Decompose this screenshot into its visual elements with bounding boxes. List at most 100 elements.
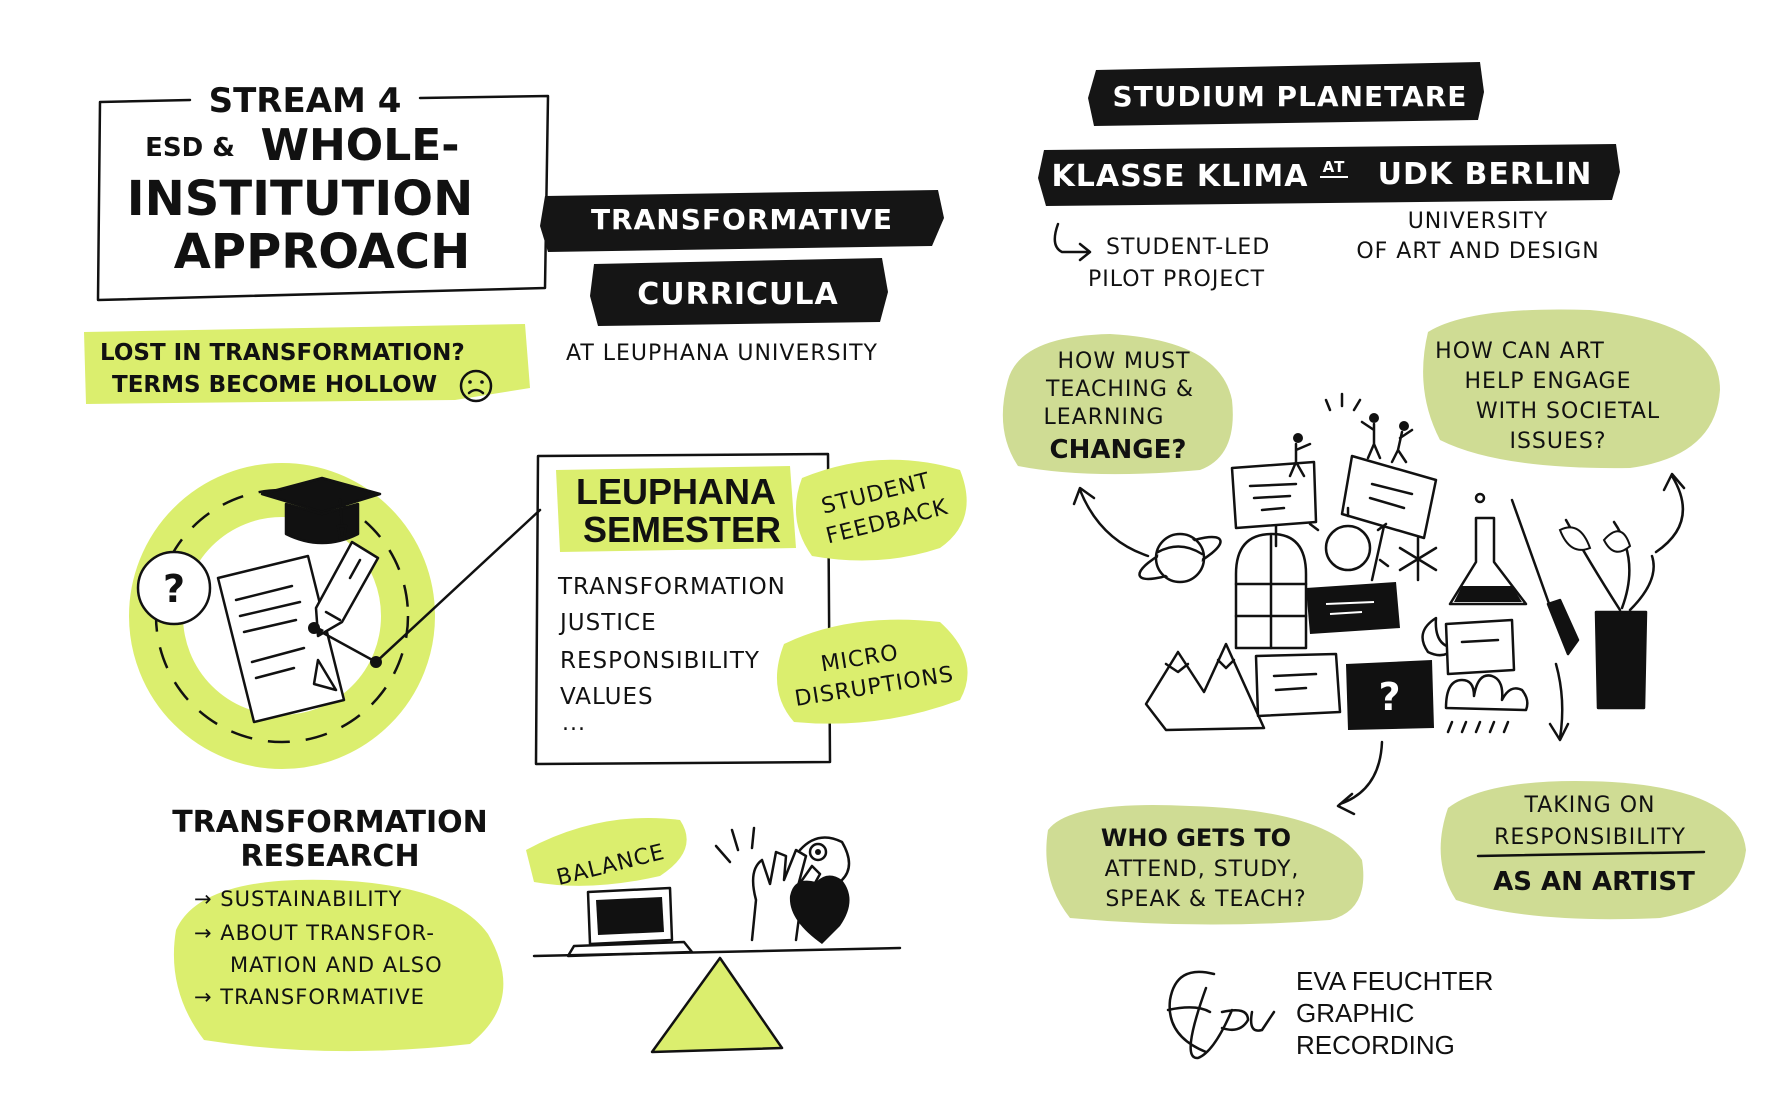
leuphana-label: LEUPHANA <box>576 471 776 512</box>
topic-transformation: TRANSFORMATION <box>557 574 786 600</box>
stream-title-box: STREAM 4 ESD & WHOLE- INSTITUTION APPROA… <box>96 81 550 302</box>
note-card-icon <box>1254 652 1342 718</box>
topic-values: VALUES <box>560 684 654 710</box>
transformation-research-section: TRANSFORMATION RESEARCH → SUSTAINABILITY… <box>172 805 504 1052</box>
topic-justice: JUSTICE <box>558 610 657 636</box>
esd-label: ESD & <box>145 133 235 163</box>
education-ring-illustration: ? <box>129 463 542 769</box>
lime-blob <box>795 459 967 561</box>
sage-blob <box>1002 334 1233 475</box>
protest-sign-icon <box>1340 454 1438 582</box>
sage-blob <box>1440 781 1746 920</box>
asterisk-icon <box>1398 536 1438 582</box>
q-who-2: ATTEND, STUDY, <box>1105 857 1300 882</box>
research-item-1: → SUSTAINABILITY <box>194 887 402 911</box>
graduation-cap-icon <box>260 476 382 545</box>
title-institution: INSTITUTION <box>127 171 474 227</box>
pencil-icon <box>314 540 380 638</box>
q-teaching-2: TEACHING & <box>1045 377 1194 402</box>
research-title-1: TRANSFORMATION <box>172 805 488 840</box>
q-art-2: HELP ENGAGE <box>1465 369 1632 394</box>
studium-label: STUDIUM PLANETARE <box>1113 80 1468 113</box>
at-underline <box>1320 176 1348 178</box>
heart-icon <box>789 875 850 944</box>
hook-arrow <box>1053 222 1092 262</box>
topic-responsibility: RESPONSIBILITY <box>560 648 760 674</box>
sad-face-icon <box>459 369 493 403</box>
lime-blob <box>776 619 968 724</box>
semester-highlight <box>556 466 796 552</box>
research-item-3: MATION AND ALSO <box>230 953 443 977</box>
leuphana-semester-box: LEUPHANA SEMESTER TRANSFORMATION JUSTICE… <box>534 452 832 766</box>
research-item-2: → ABOUT TRANSFOR- <box>194 921 435 945</box>
collage-illustration: ? <box>1138 392 1655 816</box>
vase-icon <box>1558 518 1655 710</box>
teaching-learning-question: HOW MUST TEACHING & LEARNING CHANGE? <box>1002 334 1233 558</box>
brush-icon <box>1510 498 1580 656</box>
stream-label: STREAM 4 <box>209 81 402 121</box>
eye-icon <box>798 836 851 882</box>
who-gets-to-question: WHO GETS TO ATTEND, STUDY, SPEAK & TEACH… <box>1046 805 1364 925</box>
credit-line-2: GRAPHIC <box>1296 998 1414 1028</box>
black-banner-4 <box>1038 144 1620 206</box>
art-and-design-label: OF ART AND DESIGN <box>1356 239 1599 264</box>
semester-frame <box>534 452 832 766</box>
credit-line-1: EVA FEUCHTER <box>1296 966 1493 996</box>
balance-illustration: BALANCE <box>526 818 902 1054</box>
klasse-klima-label: KLASSE KLIMA <box>1052 159 1309 194</box>
lime-highlight <box>84 324 530 404</box>
planet-icon <box>1138 532 1222 584</box>
studium-planetare-banner: STUDIUM PLANETARE KLASSE KLIMA AT UDK BE… <box>1038 62 1620 206</box>
q-teaching-1: HOW MUST <box>1057 349 1190 374</box>
student-feedback-note: STUDENT FEEDBACK <box>795 459 967 561</box>
mountains-icon <box>1144 642 1266 732</box>
laptop-icon <box>566 886 694 958</box>
hand-icon <box>714 826 822 942</box>
transformative-curricula-banner: TRANSFORMATIVE CURRICULA AT LEUPHANA UNI… <box>540 190 944 366</box>
q-art-3: WITH SOCIETAL <box>1476 399 1660 424</box>
document-icon <box>216 554 346 724</box>
university-label: UNIVERSITY <box>1408 209 1549 234</box>
flask-icon <box>1448 492 1528 606</box>
lost-line-1: LOST IN TRANSFORMATION? <box>100 340 465 366</box>
q-teaching-3: LEARNING <box>1044 405 1165 430</box>
cursor-icon <box>312 658 338 692</box>
transformative-label: TRANSFORMATIVE <box>591 203 893 236</box>
question-card-icon: ? <box>1346 660 1434 730</box>
sage-blob <box>1046 805 1364 925</box>
curved-arrow <box>1072 486 1150 558</box>
question-bubble-icon: ? <box>136 550 212 626</box>
student-led-label: STUDENT-LED <box>1106 235 1270 260</box>
note-card-icon <box>1306 582 1400 634</box>
topic-more: ... <box>562 711 586 736</box>
credit-line-3: RECORDING <box>1296 1030 1455 1060</box>
q-resp-1: TAKING ON <box>1524 793 1656 818</box>
at-leuphana-label: AT LEUPHANA UNIVERSITY <box>566 341 878 366</box>
curved-arrow <box>1548 662 1570 742</box>
semester-label: SEMESTER <box>583 509 781 550</box>
sage-blob <box>1423 309 1720 469</box>
lost-in-transformation-note: LOST IN TRANSFORMATION? TERMS BECOME HOL… <box>84 324 530 404</box>
protest-sign-icon <box>1230 460 1318 548</box>
cloud-icon <box>1444 674 1529 734</box>
question-mark: ? <box>163 567 185 611</box>
at-label: AT <box>1323 158 1346 176</box>
responsibility-question: TAKING ON RESPONSIBILITY AS AN ARTIST <box>1440 781 1746 920</box>
note-card-icon <box>1444 618 1516 676</box>
connector-line <box>312 508 542 664</box>
q-art-4: ISSUES? <box>1509 429 1606 454</box>
curved-arrow <box>1336 740 1384 816</box>
curved-arrow <box>1654 472 1686 554</box>
black-banner-2 <box>590 258 888 326</box>
project-subtitles: STUDENT-LED PILOT PROJECT UNIVERSITY OF … <box>1053 209 1599 292</box>
q-teaching-4: CHANGE? <box>1050 435 1187 465</box>
lost-line-2: TERMS BECOME HOLLOW <box>112 372 437 398</box>
signature-logo <box>1166 970 1276 1060</box>
art-question: HOW CAN ART HELP ENGAGE WITH SOCIETAL IS… <box>1423 309 1720 554</box>
people-icon <box>1288 392 1414 478</box>
research-item-4: → TRANSFORMATIVE <box>194 985 425 1009</box>
q-resp-3: AS AN ARTIST <box>1493 867 1695 897</box>
q-resp-2: RESPONSIBILITY <box>1494 825 1686 850</box>
micro-disruptions-note: MICRO DISRUPTIONS <box>776 619 968 724</box>
